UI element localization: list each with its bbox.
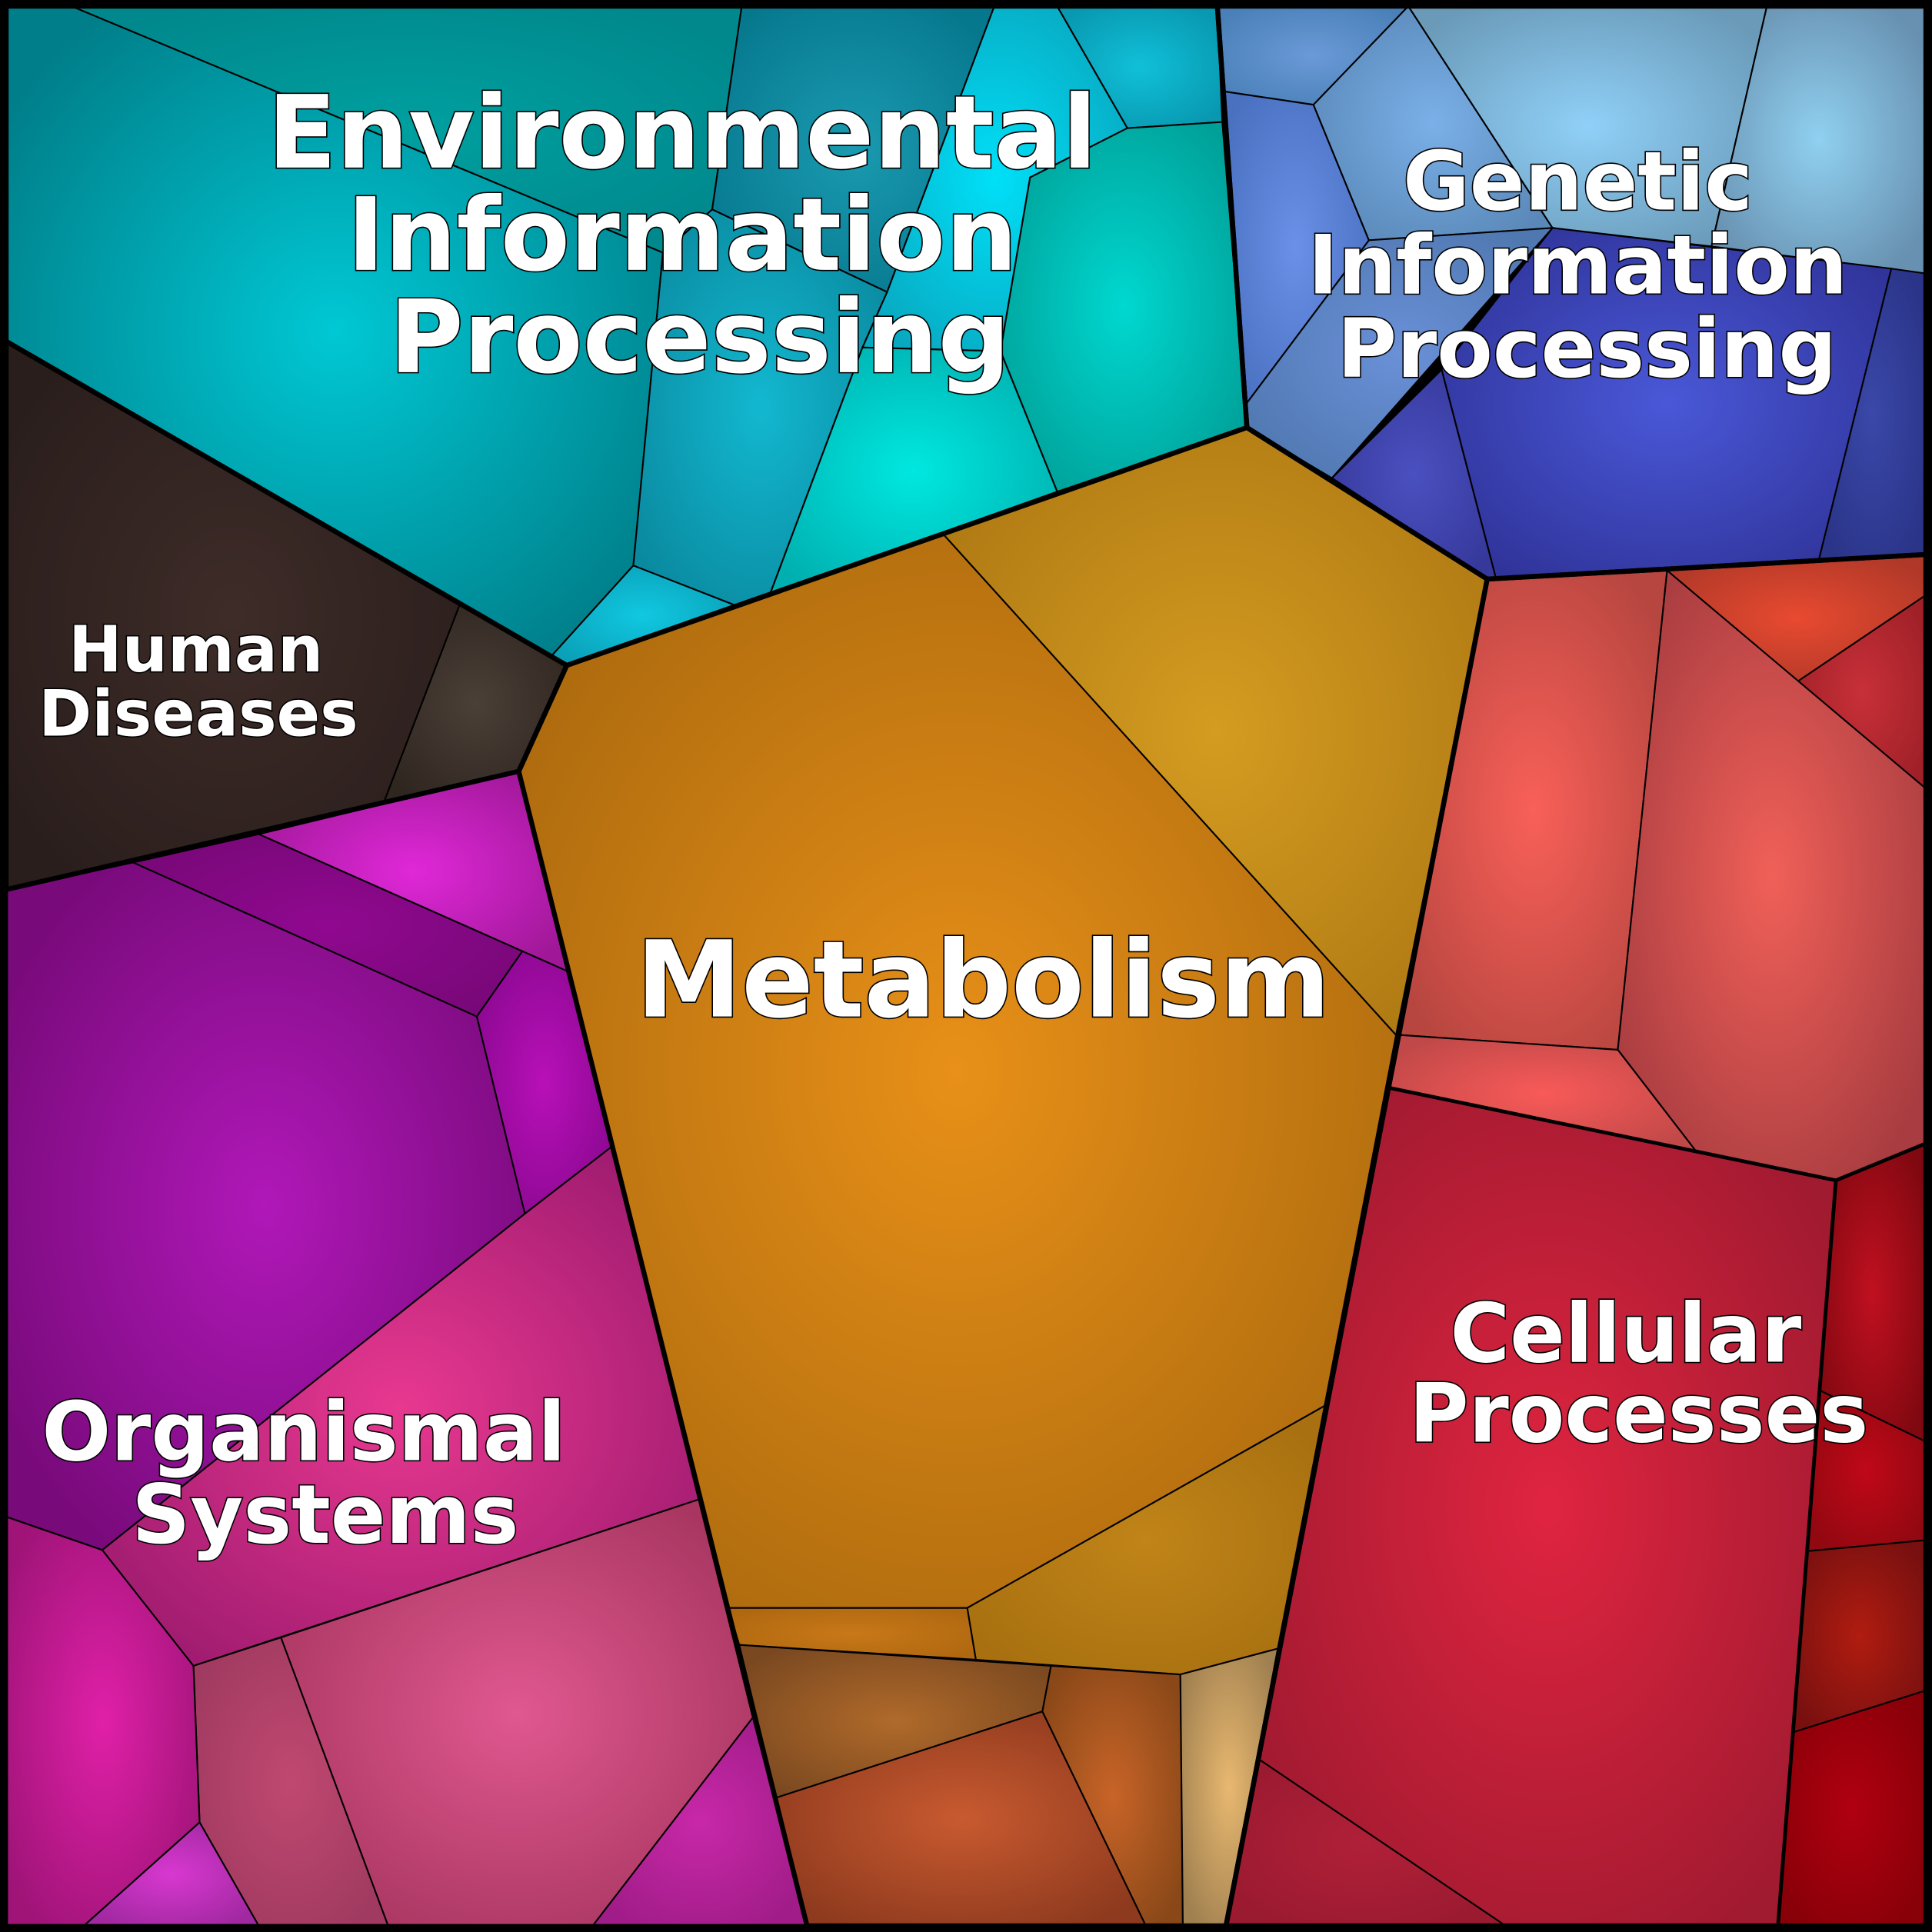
label-genetic: Genetic Information Processing [1308,134,1876,396]
label-environmental: Environmental Information Processing [268,74,1132,396]
region-organismal [5,770,808,1927]
label-metabolism: Metabolism [636,919,1331,1042]
label-cellular: Cellular Processes [1409,1286,1868,1461]
region-metabolism [518,426,1488,1927]
region-environmental [5,5,1248,667]
label-human-diseases: Human Diseases [38,612,358,751]
label-organismal: Organismal Systems [42,1384,594,1561]
region-genetic [1216,5,1927,581]
